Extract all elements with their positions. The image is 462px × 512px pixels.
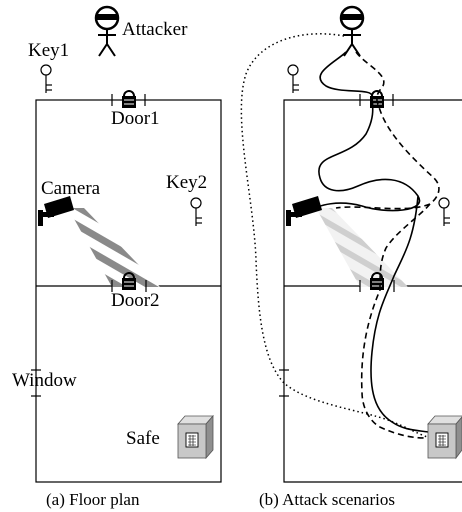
key1-icon <box>40 64 52 93</box>
floor-plan-panel: Attacker Key1 Door1 Camera Key2 <box>12 5 222 509</box>
attacker-icon-b <box>339 5 365 57</box>
caption-attack-scenarios: (b) Attack scenarios <box>259 490 395 509</box>
attacker-icon <box>94 5 120 57</box>
camera-icon <box>38 196 74 226</box>
camera-view-cone-b <box>316 208 408 287</box>
camera-icon-b <box>286 196 322 226</box>
safe-label: Safe <box>126 428 160 449</box>
door2-label: Door2 <box>111 290 160 311</box>
attacker-label: Attacker <box>122 19 188 40</box>
window-icon <box>31 369 41 397</box>
key1-label: Key1 <box>28 40 69 61</box>
window-label: Window <box>12 370 77 391</box>
window-icon-b <box>279 369 289 397</box>
attack-path-solid <box>309 51 429 433</box>
key1-icon-b <box>287 64 299 93</box>
door1-label: Door1 <box>111 108 160 129</box>
camera-label: Camera <box>41 178 101 199</box>
door2-icon <box>111 272 147 292</box>
key2-icon <box>190 197 202 226</box>
attack-path-dashed <box>335 51 440 439</box>
attack-scenarios-panel: (b) Attack scenarios <box>240 5 462 509</box>
key2-label: Key2 <box>166 172 207 193</box>
door1-icon <box>111 90 146 108</box>
safe-icon-b <box>427 415 462 460</box>
caption-floor-plan: (a) Floor plan <box>46 490 140 509</box>
key2-icon-b <box>438 197 450 226</box>
camera-view-cone <box>68 208 160 287</box>
safe-icon <box>177 414 214 460</box>
